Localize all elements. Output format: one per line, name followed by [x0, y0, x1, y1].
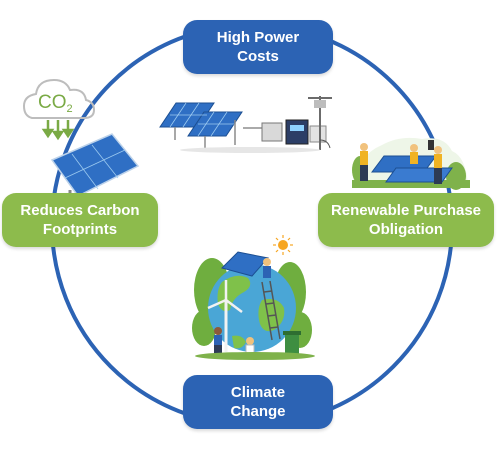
climate-change-label: Climate Change [230, 384, 286, 420]
co2-label: CO2 [38, 92, 73, 115]
renewable-purchase-obligation-box: Renewable Purchase Obligation [318, 193, 494, 247]
high-power-costs-box: High Power Costs [183, 20, 333, 74]
high-power-costs-label: High Power Costs [216, 29, 300, 65]
renewable-purchase-obligation-label: Renewable Purchase Obligation [330, 202, 482, 238]
reduces-carbon-footprints-box: Reduces Carbon Footprints [2, 193, 158, 247]
reduces-carbon-footprints-label: Reduces Carbon Footprints [20, 202, 140, 238]
climate-change-box: Climate Change [183, 375, 333, 429]
